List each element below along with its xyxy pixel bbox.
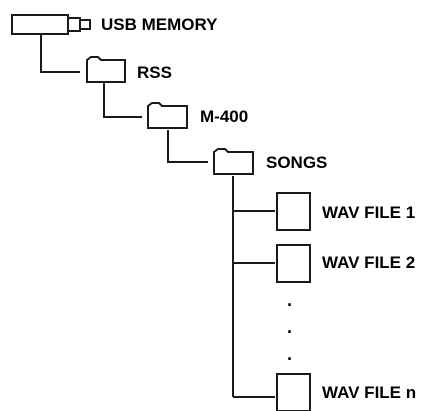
file-icon: [276, 373, 311, 411]
file-label-1: WAV FILE 1: [322, 203, 415, 222]
tree-connector: [40, 35, 80, 73]
file-label-2: WAV FILE 2: [322, 253, 415, 272]
usb-memory-label: USB MEMORY: [101, 15, 218, 34]
ellipsis-dot: ·: [287, 322, 293, 342]
folder-icon: [86, 56, 126, 83]
ellipsis-dot: ·: [287, 349, 293, 369]
folder-icon: [213, 148, 254, 175]
tree-connector: [103, 83, 142, 118]
ellipsis-dot: ·: [287, 295, 293, 315]
folder-label-songs: SONGS: [266, 153, 327, 172]
folder-label-m400: M-400: [200, 107, 248, 126]
file-icon: [276, 244, 311, 283]
file-icon: [276, 192, 311, 231]
usb-stick-icon: [11, 14, 91, 35]
tree-connector: [167, 130, 208, 163]
folder-label-rss: RSS: [137, 63, 172, 82]
folder-icon: [147, 102, 188, 129]
file-label-n: WAV FILE n: [322, 383, 416, 402]
